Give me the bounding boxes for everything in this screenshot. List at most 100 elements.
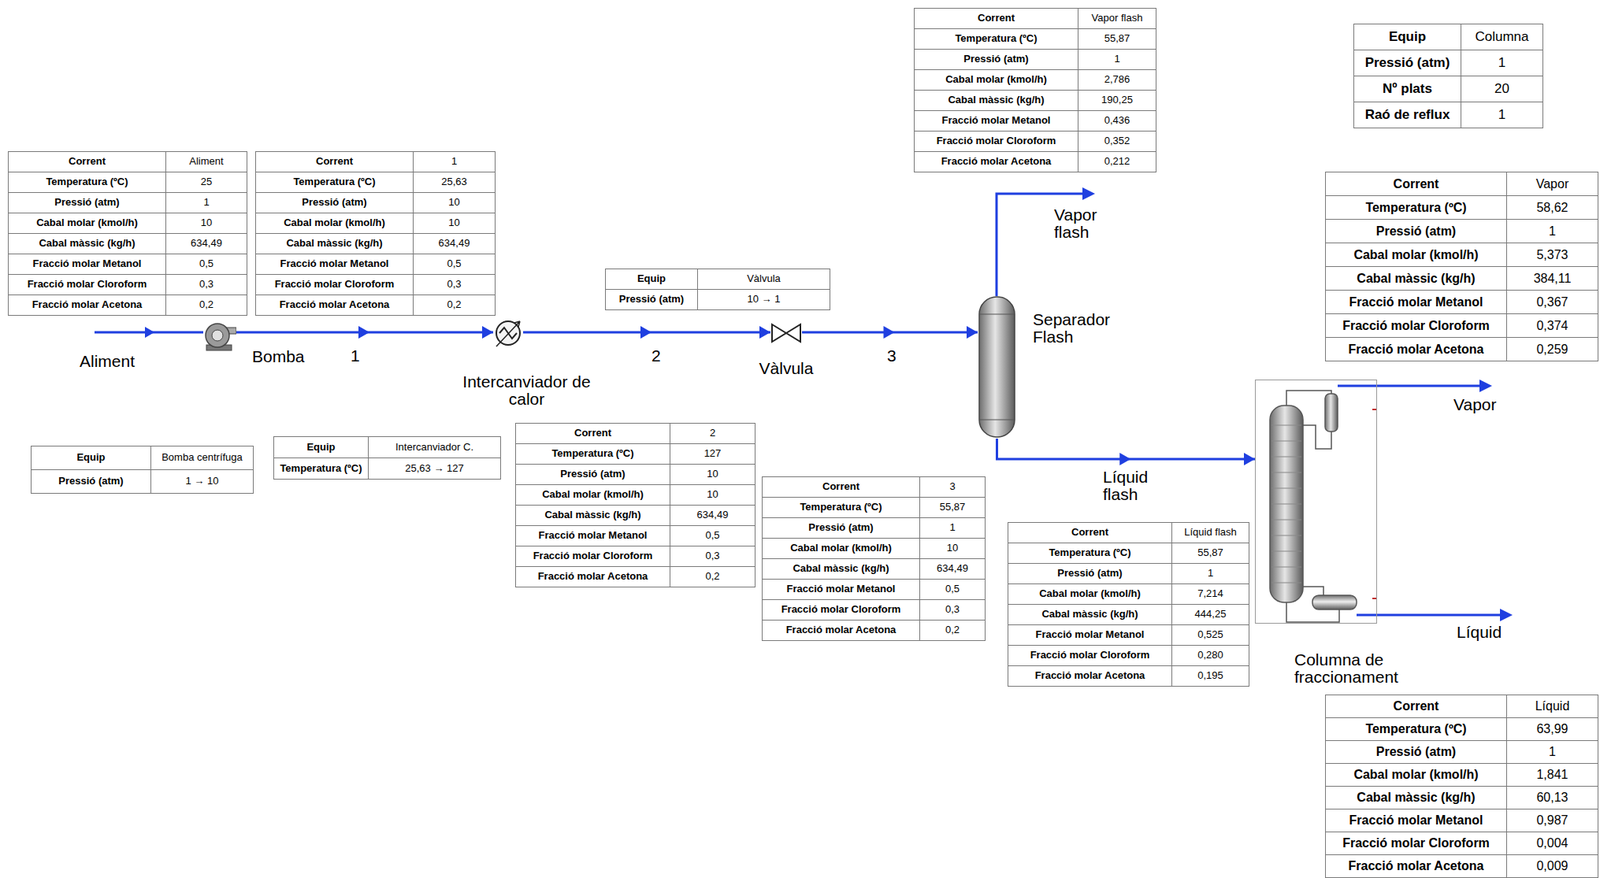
stream-name: Vapor bbox=[1453, 396, 1533, 414]
row-heading: Pressió (atm) bbox=[8, 193, 167, 214]
stream-table: CorrentAlimentTemperatura (ºC)25Pressió … bbox=[7, 151, 248, 316]
table-value: 1 bbox=[1461, 102, 1544, 129]
row-heading: Fracció molar Metanol bbox=[1325, 290, 1508, 315]
row-heading: Pressió (atm) bbox=[256, 193, 414, 214]
table-cell-text: 0,5 bbox=[199, 257, 214, 270]
table-cell-text: Corrent bbox=[315, 155, 353, 168]
table-value: 0,3 bbox=[670, 546, 756, 568]
equipment-symbol: Bomba bbox=[201, 316, 237, 352]
table-cell-text: Equip bbox=[637, 272, 666, 285]
stream-number: Líquid flash bbox=[1102, 468, 1152, 504]
table-cell-text: Fracció molar Metanol bbox=[942, 114, 1051, 127]
table-cell-text: 10 bbox=[200, 216, 212, 229]
row-heading: Cabal molar (kmol/h) bbox=[914, 70, 1079, 91]
column-box: Columna de fraccionament bbox=[1254, 379, 1378, 624]
table-value: 10 → 1 bbox=[697, 289, 831, 311]
table-value: 0,212 bbox=[1078, 152, 1157, 173]
equipment-label: Bomba bbox=[252, 348, 323, 366]
table-cell-text: Cabal màssic (kg/h) bbox=[792, 562, 889, 575]
table-cell-text: 1 → 10 bbox=[185, 475, 220, 487]
table-value: 0,2 bbox=[413, 295, 496, 316]
row-heading: Fracció molar Cloroform bbox=[1325, 832, 1508, 856]
table-value: 1 bbox=[1507, 741, 1599, 765]
table-cell-text: 60,13 bbox=[1536, 790, 1568, 805]
arrowhead bbox=[966, 326, 978, 339]
table-cell-text: 0,367 bbox=[1536, 295, 1568, 309]
row-heading: Cabal molar (kmol/h) bbox=[762, 538, 921, 560]
table-cell-text: Equip bbox=[76, 451, 105, 464]
table-cell-text: 0,212 bbox=[1104, 155, 1131, 168]
table-cell-text: 10 → 1 bbox=[747, 293, 781, 305]
table-cell-text: Vapor bbox=[1536, 177, 1570, 191]
table-value: 60,13 bbox=[1507, 787, 1599, 810]
table-cell-text: Columna bbox=[1474, 29, 1529, 45]
table-value: 1,841 bbox=[1507, 764, 1599, 788]
table-cell-text: Fracció molar Cloroform bbox=[781, 603, 902, 616]
table-cell-text: Cabal molar (kmol/h) bbox=[36, 216, 138, 229]
table-cell-text: Fracció molar Cloroform bbox=[936, 134, 1057, 147]
table-cell-text: Temperatura (ºC) bbox=[1365, 200, 1467, 215]
table-value: 10 bbox=[920, 538, 986, 560]
table-cell-text: Cabal màssic (kg/h) bbox=[544, 508, 641, 521]
table-cell-text: Fracció molar Acetona bbox=[1348, 859, 1485, 873]
table-value: 5,373 bbox=[1507, 243, 1599, 268]
equipment-symbol: Separador Flash bbox=[977, 295, 1017, 439]
table-cell-text: 0,5 bbox=[945, 582, 960, 595]
table-cell-text: 1 bbox=[1548, 224, 1556, 238]
equipment-icon bbox=[770, 322, 802, 344]
table-cell-text: 0,195 bbox=[1197, 669, 1224, 682]
table-cell-text: 1 bbox=[949, 521, 955, 534]
table-cell-text: 444,25 bbox=[1195, 608, 1227, 620]
row-heading: Corrent bbox=[516, 423, 671, 445]
table-cell-text: Nº plats bbox=[1382, 81, 1433, 97]
table-value: 0,3 bbox=[920, 600, 986, 621]
table-cell-text: 1 bbox=[451, 155, 457, 168]
stream-table: CorrentVapor flashTemperatura (ºC)55,87P… bbox=[913, 7, 1157, 173]
equipment-icon bbox=[977, 295, 1017, 439]
table-value: Vapor bbox=[1507, 172, 1599, 197]
table-value: 0,367 bbox=[1507, 290, 1599, 315]
row-heading: Corrent bbox=[256, 152, 414, 173]
table-cell-text: Fracció molar Metanol bbox=[33, 257, 142, 270]
stream-table: Corrent3Temperatura (ºC)55,87Pressió (at… bbox=[761, 476, 986, 642]
row-heading: Fracció molar Metanol bbox=[256, 254, 414, 275]
equipment-icon bbox=[201, 316, 237, 352]
stream-table: EquipBomba centrífugaPressió (atm)1 → 10 bbox=[30, 445, 254, 494]
row-heading: Fracció molar Acetona bbox=[914, 152, 1079, 173]
row-heading: Fracció molar Cloroform bbox=[1008, 645, 1173, 667]
equipment-symbol: Intercanviador de calor bbox=[493, 318, 524, 349]
table-value: 634,49 bbox=[413, 233, 496, 255]
row-heading: Pressió (atm) bbox=[31, 470, 152, 494]
table-cell-text: Fracció molar Cloroform bbox=[1342, 319, 1490, 333]
table-cell-text: 0,2 bbox=[199, 298, 214, 311]
row-heading: Fracció molar Acetona bbox=[256, 295, 414, 316]
row-heading: Fracció molar Cloroform bbox=[516, 546, 671, 568]
table-cell-text: 2,786 bbox=[1104, 73, 1131, 86]
table-cell-text: Fracció molar Acetona bbox=[1348, 342, 1485, 357]
row-heading: Equip bbox=[31, 446, 152, 471]
table-cell-text: Cabal molar (kmol/h) bbox=[1039, 587, 1141, 600]
table-value: 634,49 bbox=[920, 559, 986, 580]
table-value: 384,11 bbox=[1507, 267, 1599, 291]
equipment-symbol: Vàlvula bbox=[770, 322, 802, 344]
table-value: 2 bbox=[670, 423, 756, 445]
row-heading: Fracció molar Acetona bbox=[516, 567, 671, 588]
table-cell-text: 0,374 bbox=[1536, 319, 1568, 333]
table-cell-text: Equip bbox=[1388, 29, 1426, 45]
table-cell-text: Intercanviador C. bbox=[395, 441, 474, 453]
table-cell-text: 190,25 bbox=[1101, 93, 1133, 106]
table-cell-text: Vàlvula bbox=[746, 272, 781, 285]
table-value: 127 bbox=[670, 444, 756, 465]
table-cell-text: Fracció molar Cloroform bbox=[1030, 649, 1151, 661]
table-value: 634,49 bbox=[670, 505, 756, 527]
row-heading: Cabal molar (kmol/h) bbox=[1008, 584, 1173, 606]
table-cell-text: 0,009 bbox=[1536, 859, 1568, 873]
table-cell-text: 0,352 bbox=[1104, 134, 1131, 147]
table-cell-text: Pressió (atm) bbox=[808, 521, 873, 534]
table-value: 1 bbox=[1172, 564, 1250, 585]
flow-arrow bbox=[358, 326, 370, 339]
table-cell-text: Fracció molar Metanol bbox=[538, 529, 648, 542]
stream-table: EquipVàlvulaPressió (atm)10 → 1 bbox=[605, 268, 831, 311]
row-heading: Fracció molar Cloroform bbox=[256, 274, 414, 296]
